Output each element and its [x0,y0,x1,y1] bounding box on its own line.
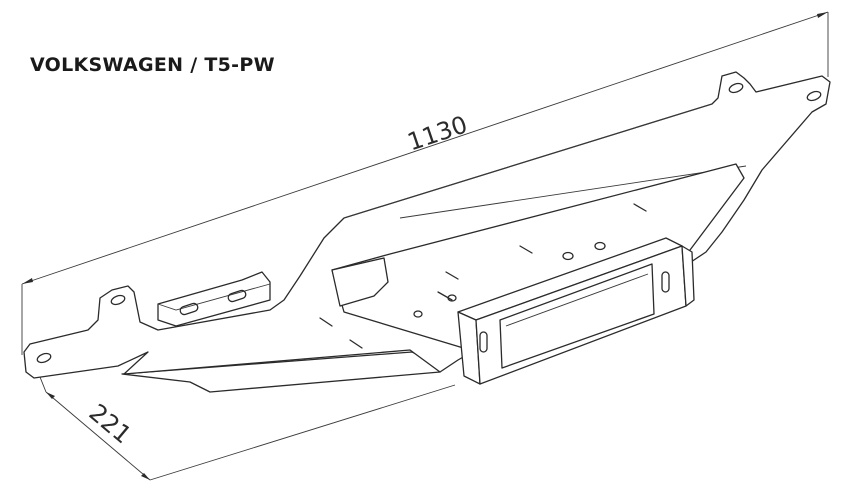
width-extension-line [149,384,456,481]
left-tab-edge [157,283,271,311]
plate-slot-6 [349,339,363,349]
front-slot-left [479,331,488,353]
left-ear-slot [110,294,126,306]
left-tab-plate [157,271,271,327]
plate-slot-3 [633,203,647,212]
plate-hole-3 [447,294,457,302]
left-tab-slot-1 [179,302,199,316]
plate-slot-5 [319,317,333,327]
center-tab [331,257,389,307]
width-dimension-line [45,391,151,481]
bracket-plate [23,71,831,393]
left-tab-slot-2 [227,289,247,303]
winch-box-window [499,263,655,369]
width-dimension: 221 [39,376,456,481]
winch-plate [319,163,745,351]
plate-slot-2 [519,245,533,254]
winch-box [457,237,695,385]
right-mount-hole [806,90,822,102]
window-inner-edge [505,273,649,327]
plate-slot-4 [437,291,453,301]
width-label: 221 [84,398,137,449]
width-arrow-top [46,392,55,399]
drawing-title: VOLKSWAGEN / T5-PW [30,54,275,76]
right-ear-slot [728,82,744,94]
plate-hole-1 [562,251,574,261]
length-label: 1130 [404,110,471,156]
winch-box-right-side [681,245,695,307]
plate-inner-edge [399,165,747,219]
left-tab [157,271,271,327]
left-mount-hole [36,352,52,364]
length-dimension-line [21,11,829,285]
plate-hole-2 [594,241,606,251]
plate-slot-1 [445,271,459,280]
front-slot-right [661,271,670,293]
length-arrow-right [817,12,828,18]
plate-outline [23,71,831,379]
width-arrow-bottom [141,473,150,480]
plate-hole-5 [413,310,423,318]
flange-edge [343,103,713,219]
width-extension-top [39,376,47,393]
length-arrow-left [22,278,33,284]
